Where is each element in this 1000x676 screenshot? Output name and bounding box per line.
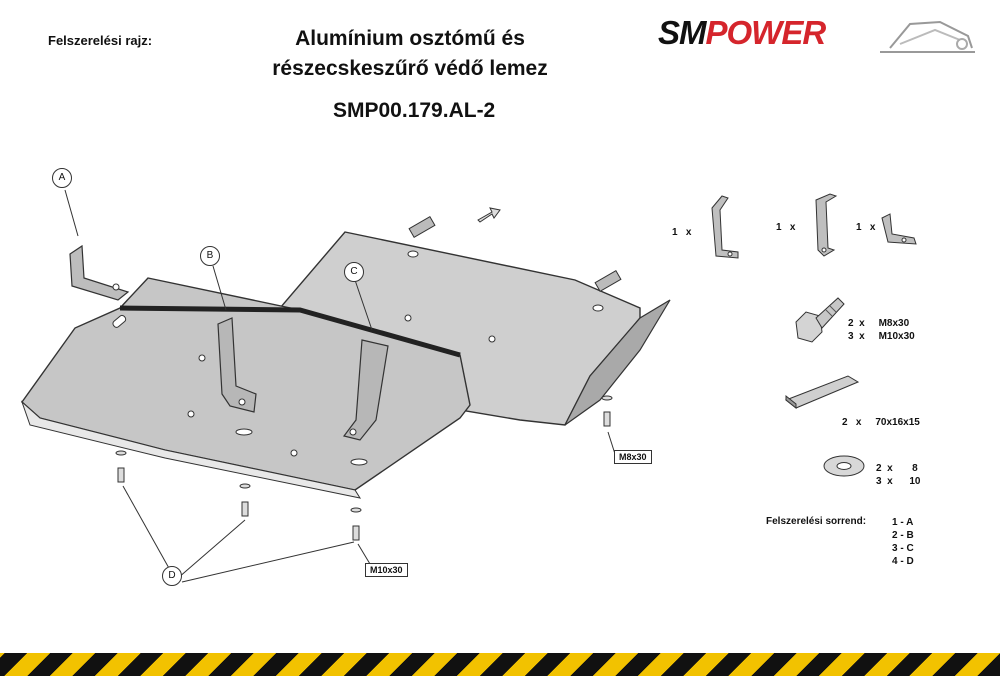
bolt-d1 [115, 450, 127, 483]
assembly-drawing [20, 189, 671, 583]
title-line-1: Alumínium osztómű és [295, 27, 525, 50]
sequence-steps: 1 - A 2 - B 3 - C 4 - D [892, 516, 914, 568]
direction-arrow-icon [477, 207, 501, 223]
drawing-label: Felszerelési rajz: [48, 33, 153, 48]
title-line-2: részecskeszűrő védő lemez [272, 57, 548, 80]
sequence-label: Felszerelési sorrend: [766, 516, 867, 527]
washer-icon [823, 455, 865, 477]
bracket3-icon [881, 213, 917, 245]
leader-lines [64, 189, 616, 583]
sequence-step-1: 1 - A [892, 517, 914, 528]
logo-motorbike-icon [880, 20, 975, 53]
bolt-qty-line1: 2 x M8x30 [848, 318, 910, 329]
bolt-rear [601, 395, 613, 427]
bracket3-qty: 1 x [856, 222, 876, 233]
plate-qty: 2 x 70x16x15 [842, 417, 920, 428]
callout-d: D [162, 566, 182, 586]
sequence-step-4: 4 - D [892, 556, 914, 567]
sequence-step-2: 2 - B [892, 530, 914, 541]
washer-qty-line1: 2 x 8 [876, 463, 918, 474]
bolt-d3 [350, 507, 362, 541]
spacer-plate-1 [408, 215, 436, 239]
bracket-c [342, 339, 389, 441]
page-title: Alumínium osztómű és részecskeszűrő védő… [230, 24, 590, 84]
logo-power: POWER [705, 14, 827, 51]
bracket-a [69, 244, 130, 301]
sequence-step-3: 3 - C [892, 543, 914, 554]
washer-qty-line2: 3 x 10 [876, 476, 921, 487]
bracket1-qty: 1 x [672, 227, 692, 238]
spacer-plate-icon [785, 375, 860, 410]
bracket2-icon [815, 193, 838, 257]
bolt-d2 [239, 483, 251, 517]
callout-a: A [52, 168, 72, 188]
bolt-m10-callout: M10x30 [365, 563, 408, 577]
logo-sm: SM [658, 14, 706, 51]
part-code: SMP00.179.AL-2 [333, 99, 496, 122]
spacer-plate-2 [594, 269, 622, 293]
bracket2-qty: 1 x [776, 222, 796, 233]
bolt-m8-callout: M8x30 [614, 450, 652, 464]
bracket-b [217, 317, 257, 413]
bracket1-icon [711, 195, 739, 259]
callout-c: C [344, 262, 364, 282]
bolt-qty-line2: 3 x M10x30 [848, 331, 915, 342]
smpower-logo: SMPOWER [658, 14, 827, 52]
callout-b: B [200, 246, 220, 266]
hazard-stripe [0, 653, 1000, 676]
hex-bolt-icon [795, 297, 845, 343]
